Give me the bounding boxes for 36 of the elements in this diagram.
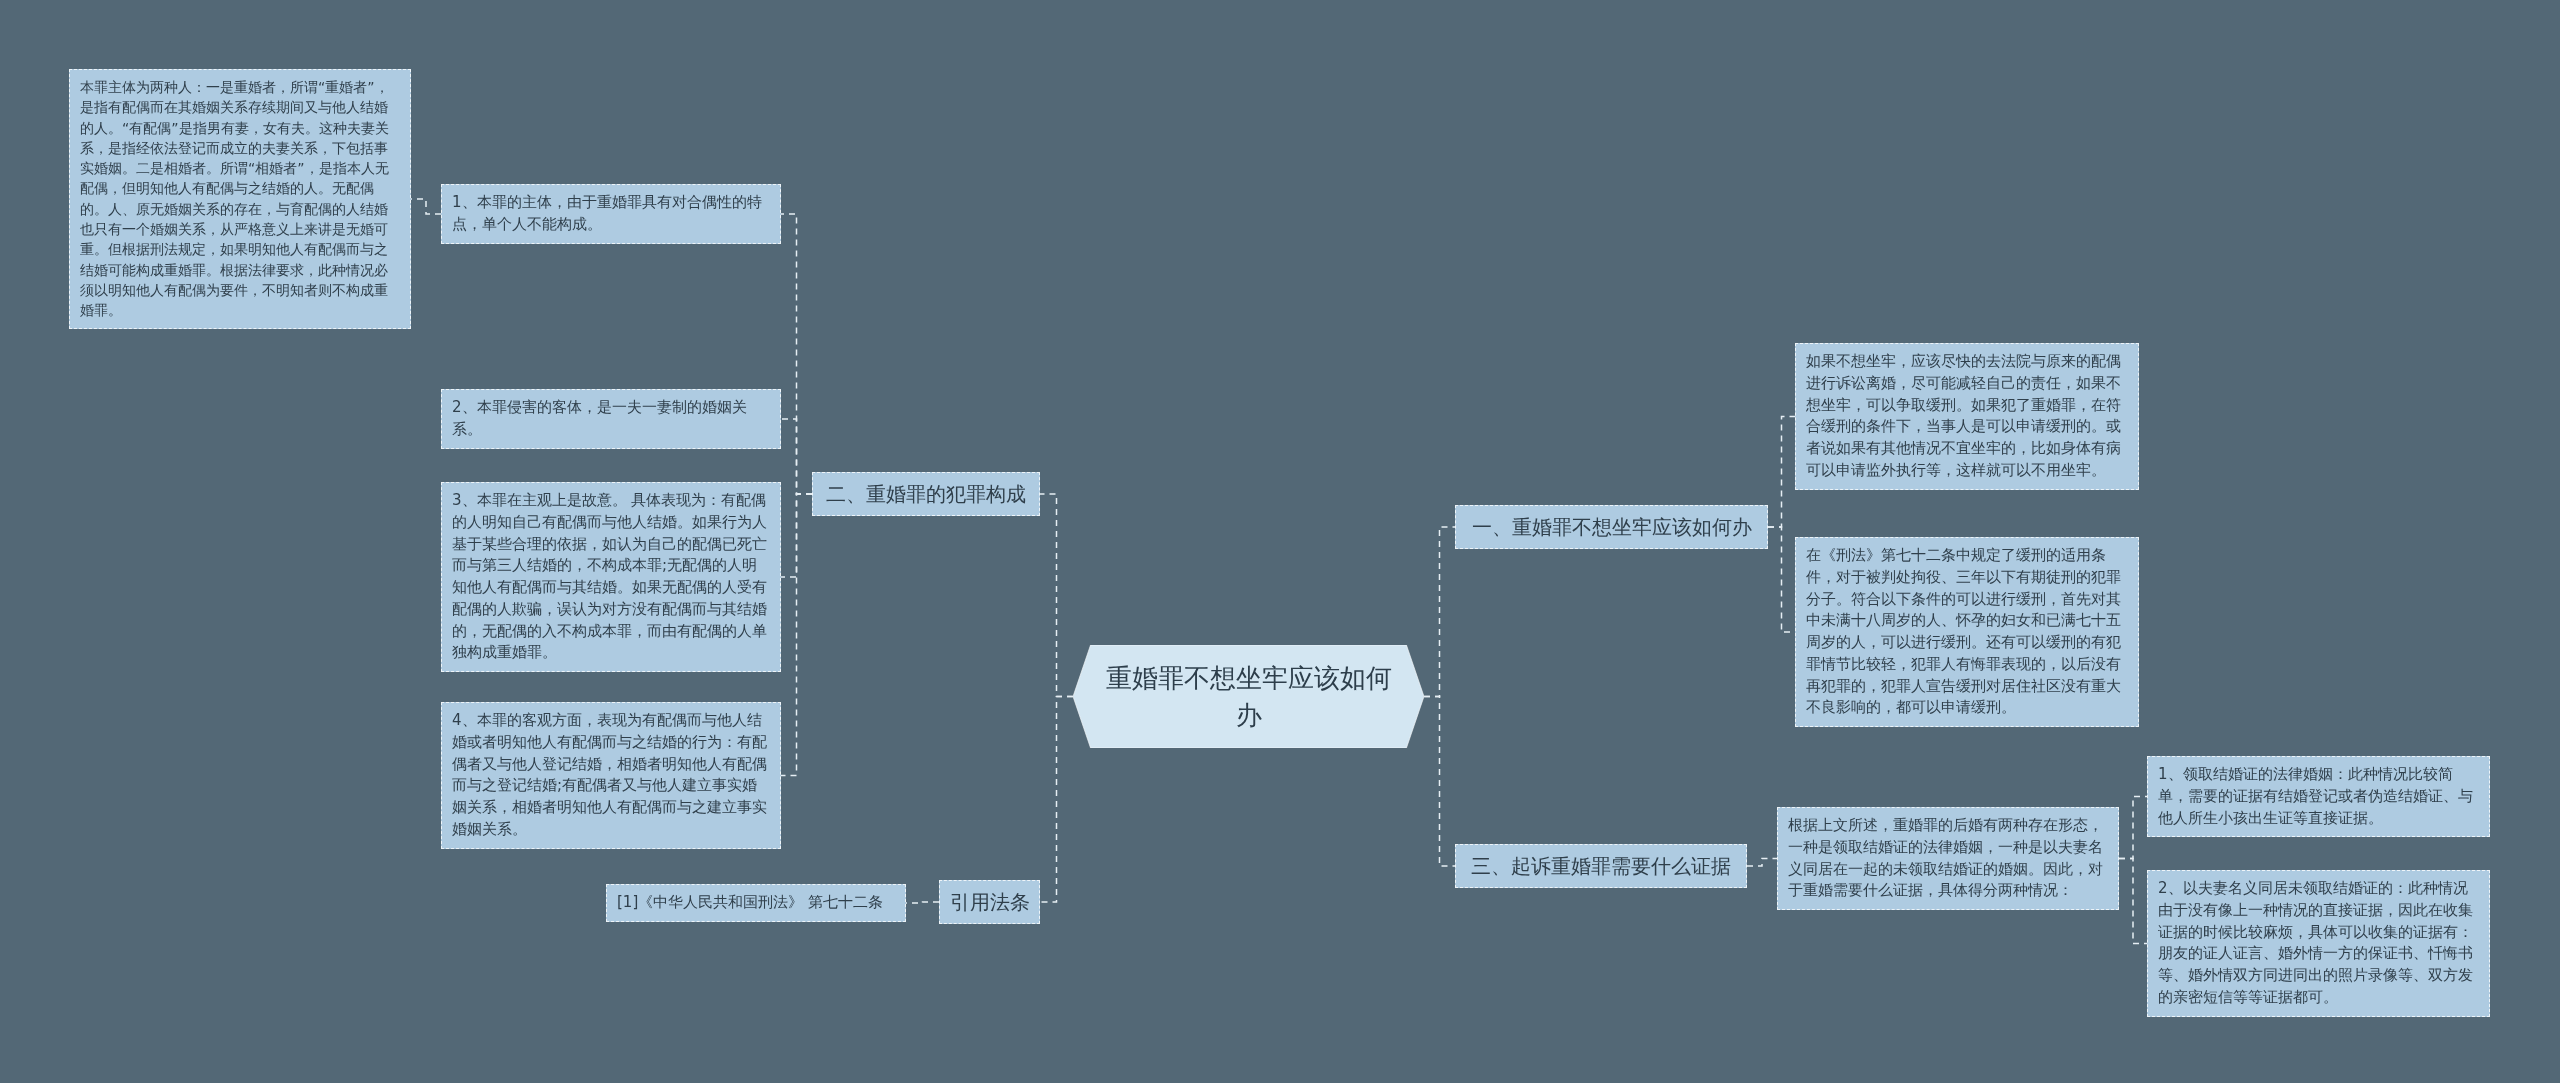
note-text: [1]《中华人民共和国刑法》 第七十二条 xyxy=(617,892,884,913)
connector-line xyxy=(1423,695,1456,867)
branch-topic-text: 三、起诉重婚罪需要什么证据 xyxy=(1471,853,1731,880)
note-text: 在《刑法》第七十二条中规定了缓刑的适用条件，对于被判处拘役、三年以下有期徒刑的犯罪分子。符合以下条件的可以进行缓刑，首先对其中未满十八周岁的人、怀孕的妇女和已满七十五周岁的人，可以进行缓刑。还有可以缓刑的有犯罪情节比较轻，犯罪人有悔罪表现的，以后没有再犯罪的，犯罪人宣告缓刑对居住社区没有重大不良影响的，都可以申请缓刑。 xyxy=(1806,545,2122,719)
connector-line xyxy=(780,493,813,777)
branch-topic-text: 二、重婚罪的犯罪构成 xyxy=(826,481,1026,508)
branch-topic-box xyxy=(1455,505,1768,549)
detail-note-box xyxy=(1777,807,2119,910)
central-topic-hexagon xyxy=(1073,645,1424,748)
branch-topic-box xyxy=(1455,844,1747,888)
note-text: 3、本罪在主观上是故意。 具体表现为：有配偶的人明知自己有配偶而与他人结婚。如果行为人基于某些合理的依据，如认为自己的配偶已死亡而与第三人结婚的，不构成本罪;无配偶的人明知他人有配偶而与其结婚。如果无配偶的人受有配偶的人欺骗，误认为对方没有配偶而与其结婚的，无配偶的入不构成本罪，而由有配偶的人单独构成重婚罪。 xyxy=(452,490,768,664)
note-text: 本罪主体为两种人：一是重婚者，所谓“重婚者”，是指有配偶而在其婚姻关系存续期间又与他人结婚的人。“有配偶”是指男有妻，女有夫。这种夫妻关系，是指经依法登记而成立的夫妻关系，下包括事实婚姻。二是相婚者。所谓“相婚者”，是指本人无配偶，但明知他人有配偶与之结婚的人。无配偶的。人、原无婚姻关系的存在，与育配偶的人结婚也只有一个婚姻关系，从严格意义上来讲是无婚可重。但根据刑法规定，如果明知他人有配偶而与之结婚可能构成重婚罪。根据法律要求，此种情况必须以明知他人有配偶为要件，不明知者则不构成重婚罪。 xyxy=(80,78,390,321)
detail-note-box xyxy=(2147,870,2490,1017)
detail-note-box xyxy=(69,69,411,329)
note-text: 2、本罪侵害的客体，是一夫一妻制的婚姻关系。 xyxy=(452,397,748,440)
central-topic-text: 重婚罪不想坐牢应该如何办 xyxy=(1104,662,1393,732)
detail-note-box xyxy=(441,389,781,449)
detail-note-box xyxy=(606,884,906,922)
detail-note-box xyxy=(1795,343,2139,490)
note-text: 如果不想坐牢，应该尽快的去法院与原来的配偶进行诉讼离婚，尽可能减轻自己的责任，如果不想坐牢，可以争取缓刑。如果犯了重婚罪，在符合缓刑的条件下，当事人是可以申请缓刑的。或者说如果有其他情况不宜坐牢的，比如身体有病可以申请监外执行等，这样就可以不用坐牢。 xyxy=(1806,351,2122,481)
connector-line xyxy=(1039,695,1074,903)
branch-topic-text: 引用法条 xyxy=(949,889,1030,916)
connector-line xyxy=(2118,857,2148,945)
note-text: 1、领取结婚证的法律婚姻：此种情况比较简单，需要的证据有结婚登记或者伪造结婚证、与他人所生小孩出生证等直接证据。 xyxy=(2158,764,2474,829)
note-text: 2、以夫妻名义同居未领取结婚证的：此种情况由于没有像上一种情况的直接证据，因此在收集证据的时候比较麻烦，具体可以收集的证据有：朋友的证人证言、婚外情一方的保证书、忏悔书等、婚外情双方同进同出的照片录像等、双方发的亲密短信等等证据都可。 xyxy=(2158,878,2474,1008)
note-text: 1、本罪的主体，由于重婚罪具有对合偶性的特点，单个人不能构成。 xyxy=(452,192,763,235)
note-text: 根据上文所述，重婚罪的后婚有两种存在形态，一种是领取结婚证的法律婚姻，一种是以夫妻名义同居在一起的未领取结婚证的婚姻。因此，对于重婚需要什么证据，具体得分两种情况： xyxy=(1788,815,2104,902)
branch-topic-text: 一、重婚罪不想坐牢应该如何办 xyxy=(1471,514,1752,541)
note-text: 4、本罪的客观方面，表现为有配偶而与他人结婚或者明知他人有配偶而与之结婚的行为：有配偶者又与他人登记结婚，相婚者明知他人有配偶而与之登记结婚;有配偶者又与他人建立事实婚姻关系，相婚者明知他人有配偶而与之建立事实婚姻关系。 xyxy=(452,710,768,840)
detail-note-box xyxy=(441,184,781,244)
detail-note-box xyxy=(1795,537,2139,727)
branch-topic-box xyxy=(939,880,1040,924)
connector-line xyxy=(1746,857,1778,867)
branch-topic-box xyxy=(812,472,1040,516)
detail-note-box xyxy=(441,702,781,849)
detail-note-box xyxy=(2147,756,2490,838)
